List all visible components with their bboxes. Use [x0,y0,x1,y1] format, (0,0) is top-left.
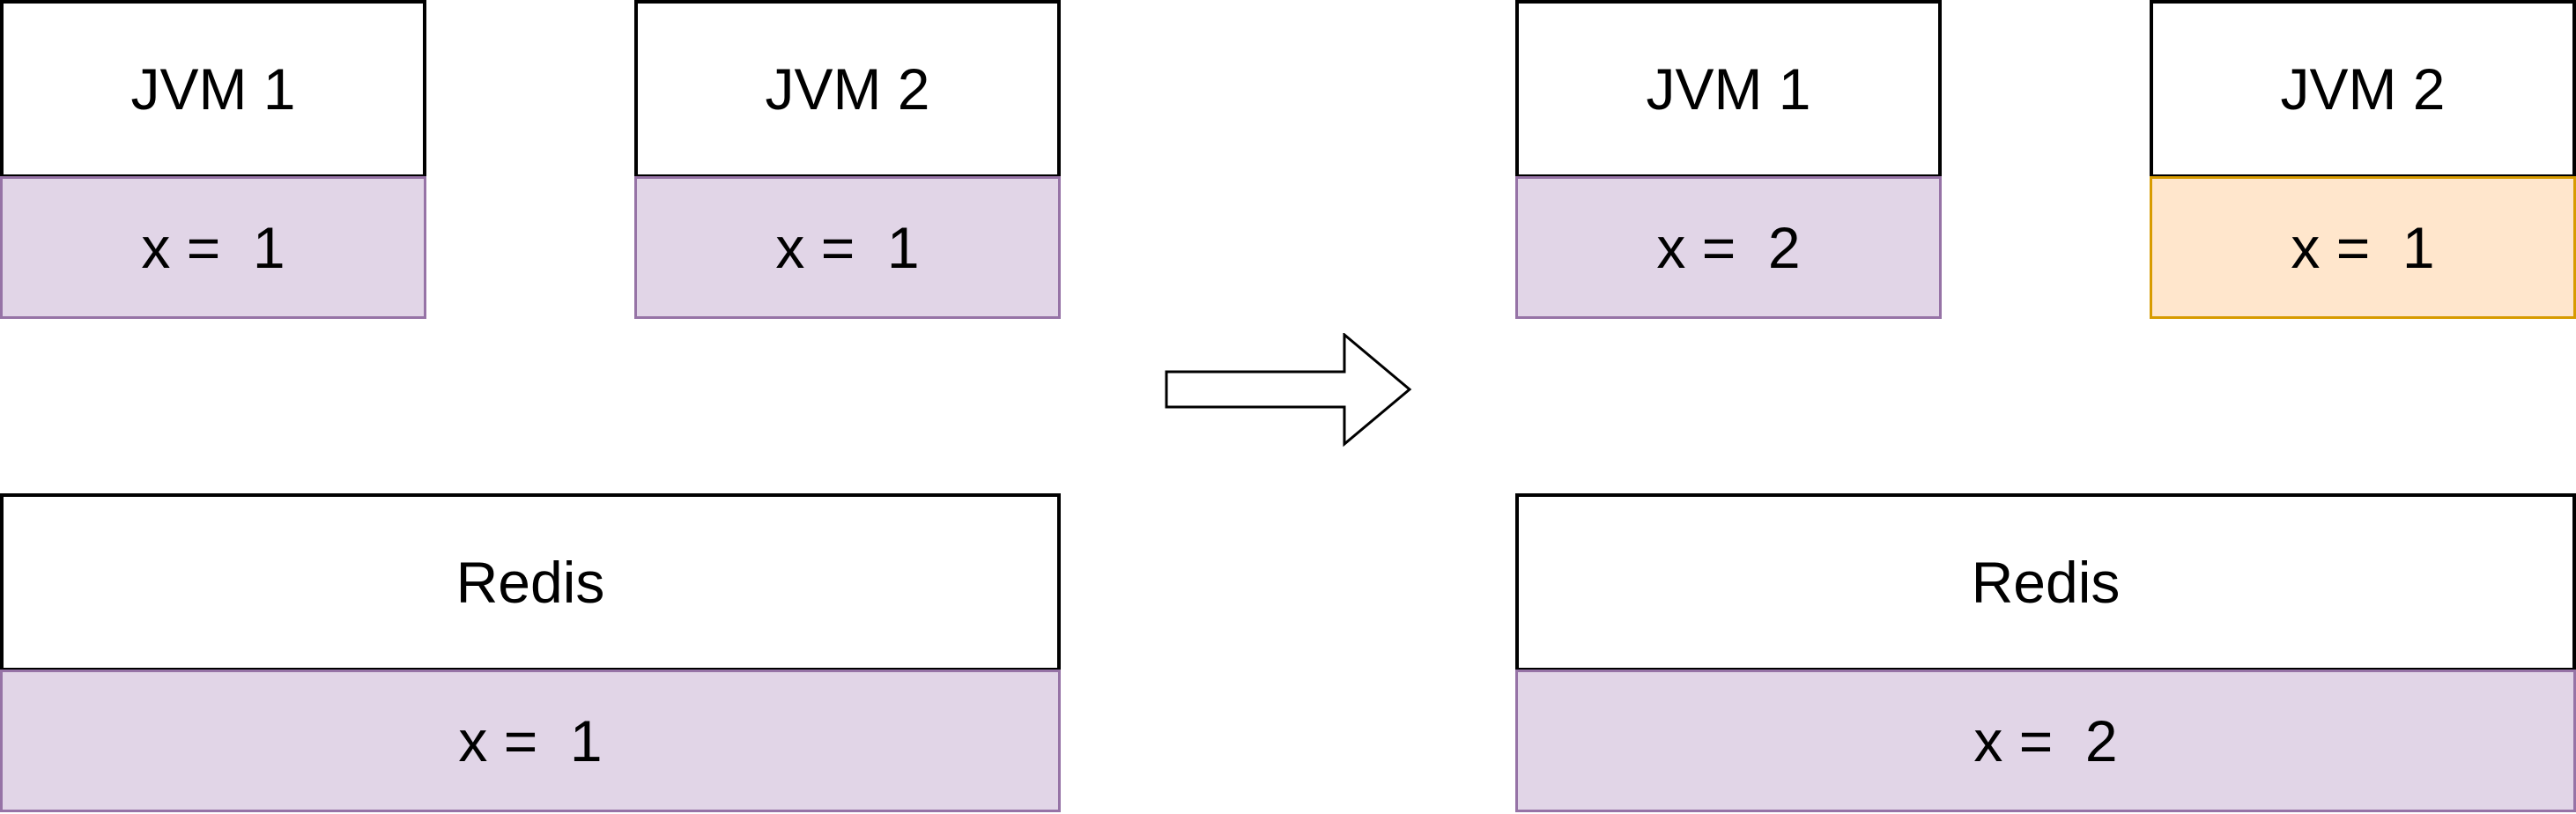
before-redis-value: x = 1 [0,670,1061,812]
before-redis-header: Redis [0,493,1061,671]
before-jvm2-value: x = 1 [634,176,1061,319]
after-jvm2-header: JVM 2 [2150,0,2576,178]
after-jvm1-header: JVM 1 [1515,0,1942,178]
right-arrow-icon [1165,333,1412,448]
before-jvm1-header: JVM 1 [0,0,426,178]
after-redis-header: Redis [1515,493,2576,671]
after-jvm1-value: x = 2 [1515,176,1942,319]
after-jvm2-stale-value: x = 1 [2150,176,2576,319]
before-jvm1-value: x = 1 [0,176,426,319]
after-redis-value: x = 2 [1515,670,2576,812]
before-jvm2-header: JVM 2 [634,0,1061,178]
